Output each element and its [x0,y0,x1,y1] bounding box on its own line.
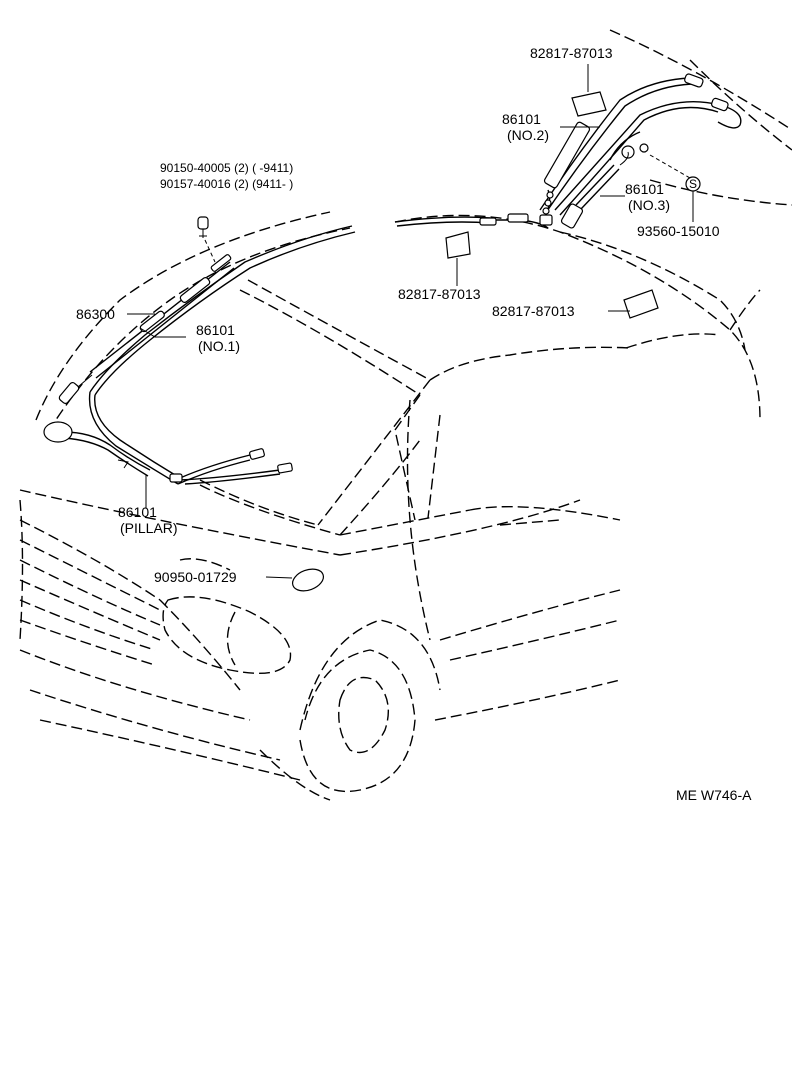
clip-90150 [197,216,209,238]
label-86101-no2-desc: (NO.2) [507,127,549,143]
label-86101-no3-desc: (NO.3) [628,197,670,213]
pillar-connectors [117,448,293,483]
booster-86101-no2 [479,121,591,226]
rod-86300 [139,254,232,333]
antenna-cable-assembly [63,77,742,485]
label-86101-pillar-desc: (PILLAR) [120,520,178,536]
pad-82817-mid [445,231,471,259]
pad-82817-right [623,289,659,319]
pad-82817-top [571,91,607,117]
label-82817-right: 82817-87013 [492,303,575,319]
label-82817-top: 82817-87013 [530,45,613,61]
car-body-outline [19,29,792,801]
parts [43,73,729,592]
label-86300: 86300 [76,306,115,322]
label-90150: 90150-40005 (2) ( -9411) [160,161,293,175]
label-86101-pillar-number: 86101 [118,504,157,520]
label-86101-no3-number: 86101 [625,181,664,197]
callout-labels: 82817-87013 86101 (NO.2) 86101 (NO.3) S … [76,45,752,803]
grommet-90950 [291,568,325,592]
leader-lines [127,64,694,579]
mirror-base [43,381,80,443]
label-82817-mid: 82817-87013 [398,286,481,302]
booster-86101-no3 [560,143,649,229]
reference-code: ME W746-A [676,787,752,803]
label-86101-no1-number: 86101 [196,322,235,338]
label-86101-no2-number: 86101 [502,111,541,127]
label-93560: 93560-15010 [637,223,720,239]
label-86101-no1-desc: (NO.1) [198,338,240,354]
label-90950: 90950-01729 [154,569,237,585]
s-mark: S [689,177,697,191]
label-90157: 90157-40016 (2) (9411- ) [160,177,293,191]
